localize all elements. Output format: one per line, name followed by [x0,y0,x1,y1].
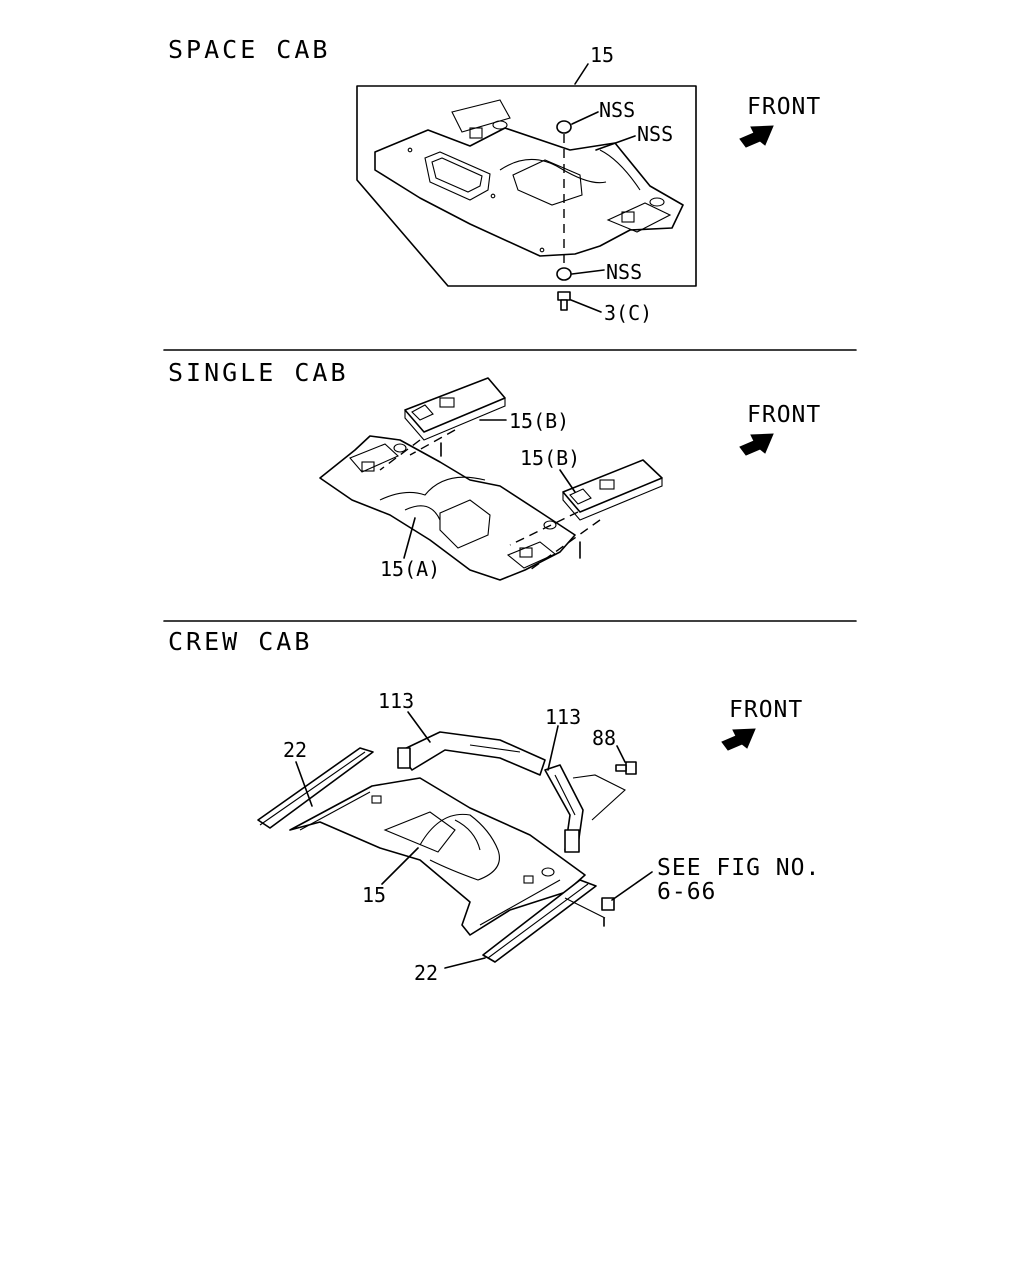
front-arrow-icon [739,433,774,456]
crew-cab-section: CREW CAB [168,627,820,985]
crew-cab-bracket-left [397,731,546,776]
nut-part [556,267,572,281]
single-cab-callout-15a: 15(A) [380,557,440,581]
single-cab-panel-15b-upper [404,377,506,441]
space-cab-callout-nss-bottom: NSS [606,260,642,284]
space-cab-callout-nss-top: NSS [599,98,635,122]
crew-cab-bracket-right [544,764,584,853]
clip-part [601,897,615,911]
crew-cab-callout-22-left: 22 [283,738,307,762]
space-cab-frame-box [356,85,697,287]
space-cab-callout-nss-mid: NSS [637,122,673,146]
space-cab-front-label: FRONT [747,94,821,120]
single-cab-callout-15b-upper: 15(B) [509,409,569,433]
crew-cab-floor-panel [289,777,586,936]
front-arrow-icon [721,728,756,751]
single-cab-floor-panel-15a [319,435,576,581]
crew-cab-sill-right [482,879,597,963]
single-cab-front-label: FRONT [747,402,821,428]
single-cab-callout-15b-right: 15(B) [520,446,580,470]
single-cab-panel-15b-right [562,459,663,521]
single-cab-title: SINGLE CAB [168,358,349,387]
single-cab-section: SINGLE CAB [168,358,821,581]
space-cab-title: SPACE CAB [168,35,330,64]
crew-cab-callout-22-right: 22 [414,961,438,985]
crew-cab-title: CREW CAB [168,627,312,656]
space-cab-floor-panel [374,99,684,257]
bolt-part [557,291,571,311]
crew-cab-see-fig-line2: 6-66 [657,879,716,905]
crew-cab-sill-left [257,747,374,829]
space-cab-callout-15: 15 [590,43,614,67]
crew-cab-callout-15: 15 [362,883,386,907]
space-cab-section: SPACE CAB [168,35,821,325]
crew-cab-callout-113-left: 113 [378,689,414,713]
crew-cab-bolt-88 [615,761,637,775]
crew-cab-front-label: FRONT [729,697,803,723]
crew-cab-see-fig-line1: SEE FIG NO. [657,855,820,881]
space-cab-callout-3c: 3(C) [604,301,652,325]
crew-cab-callout-88: 88 [592,726,616,750]
clip-part [556,120,572,134]
crew-cab-callout-113-right: 113 [545,705,581,729]
front-arrow-icon [739,125,774,148]
